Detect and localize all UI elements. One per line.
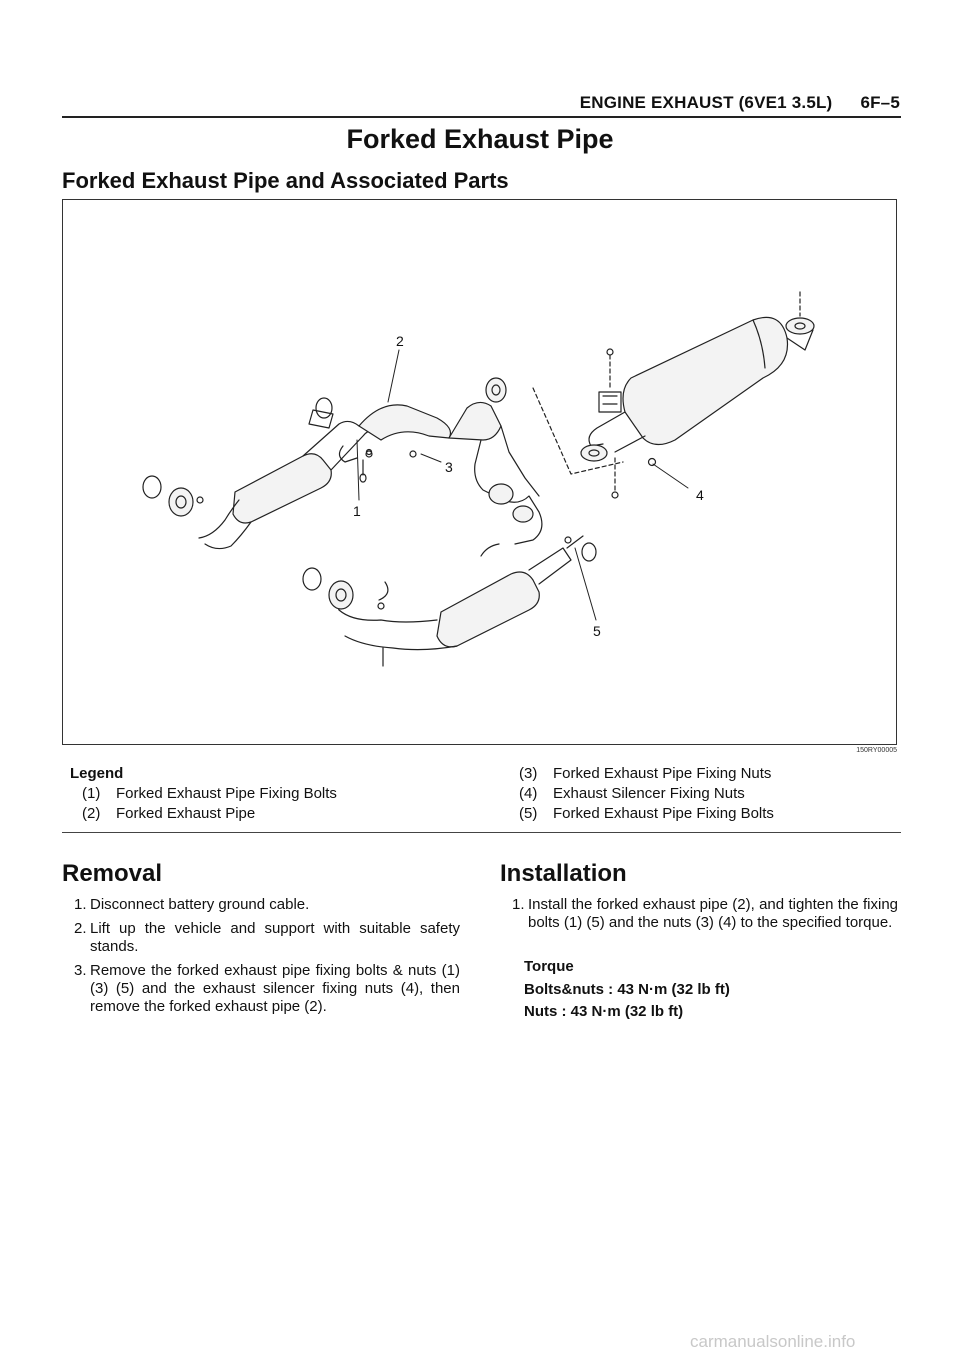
removal-step: 3.Remove the forked exhaust pipe fixing … <box>74 962 460 1016</box>
running-header: ENGINE EXHAUST (6VE1 3.5L) 6F–5 <box>500 93 900 113</box>
callout-labels: 1 2 3 4 5 <box>353 333 704 639</box>
chapter-title: ENGINE EXHAUST (6VE1 3.5L) <box>579 93 833 112</box>
step-number: 2. <box>74 920 87 937</box>
step-text: Lift up the vehicle and support with sui… <box>90 920 460 955</box>
callout-leaders <box>356 349 689 621</box>
left-front-pipe <box>142 397 380 550</box>
page-title: Forked Exhaust Pipe <box>346 124 614 154</box>
legend-divider <box>62 832 901 833</box>
legend-text: Forked Exhaust Pipe Fixing Bolts <box>116 785 337 802</box>
installation-step: 1.Install the forked exhaust pipe (2), a… <box>512 896 898 932</box>
header-divider <box>62 116 901 118</box>
callout-label-2: 2 <box>396 333 404 349</box>
exhaust-diagram: 1 2 3 4 5 <box>62 199 897 745</box>
section-title: Forked Exhaust Pipe and Associated Parts <box>62 168 509 193</box>
legend-text: Forked Exhaust Pipe Fixing Nuts <box>553 765 772 782</box>
legend-number: (2) <box>82 805 101 822</box>
right-front-pipe <box>302 535 597 667</box>
figure-code: 150RY00005 <box>856 747 897 754</box>
legend-item: (1) Forked Exhaust Pipe Fixing Bolts <box>82 785 337 802</box>
torque-spec-bolts-nuts: Bolts&nuts : 43 N·m (32 lb ft) <box>524 981 730 998</box>
callout-label-4: 4 <box>696 487 704 503</box>
forked-exhaust-pipe <box>338 377 543 545</box>
legend-text: Forked Exhaust Pipe <box>116 805 256 822</box>
legend-item: (3) Forked Exhaust Pipe Fixing Nuts <box>519 765 771 782</box>
watermark: carmanualsonline.info <box>690 1332 856 1351</box>
legend-number: (3) <box>519 765 538 782</box>
callout-label-3: 3 <box>445 459 453 475</box>
legend-item: (4) Exhaust Silencer Fixing Nuts <box>519 785 745 802</box>
step-text: Disconnect battery ground cable. <box>90 896 310 913</box>
step-number: 3. <box>74 962 87 979</box>
step-number: 1. <box>512 896 525 913</box>
step-number: 1. <box>74 896 87 913</box>
installation-heading: Installation <box>500 860 627 887</box>
page-number: 6F–5 <box>860 93 900 112</box>
legend-number: (5) <box>519 805 538 822</box>
step-text: Remove the forked exhaust pipe fixing bo… <box>90 962 460 1015</box>
step-text: Install the forked exhaust pipe (2), and… <box>528 896 898 931</box>
removal-step: 1.Disconnect battery ground cable. <box>74 896 460 914</box>
callout-label-1: 1 <box>353 503 361 519</box>
legend-item: (2) Forked Exhaust Pipe <box>82 805 255 822</box>
legend-number: (4) <box>519 785 538 802</box>
callout-label-5: 5 <box>593 623 601 639</box>
removal-heading: Removal <box>62 860 163 887</box>
legend-title: Legend <box>70 765 124 782</box>
torque-label: Torque <box>524 958 574 975</box>
legend-item: (5) Forked Exhaust Pipe Fixing Bolts <box>519 805 774 822</box>
legend-text: Exhaust Silencer Fixing Nuts <box>553 785 745 802</box>
exhaust-silencer <box>532 291 815 499</box>
legend-text: Forked Exhaust Pipe Fixing Bolts <box>553 805 774 822</box>
exhaust-illustration: 1 2 3 4 5 <box>142 291 815 667</box>
torque-spec-nuts: Nuts : 43 N·m (32 lb ft) <box>524 1003 684 1020</box>
legend-number: (1) <box>82 785 101 802</box>
removal-step: 2.Lift up the vehicle and support with s… <box>74 920 460 956</box>
